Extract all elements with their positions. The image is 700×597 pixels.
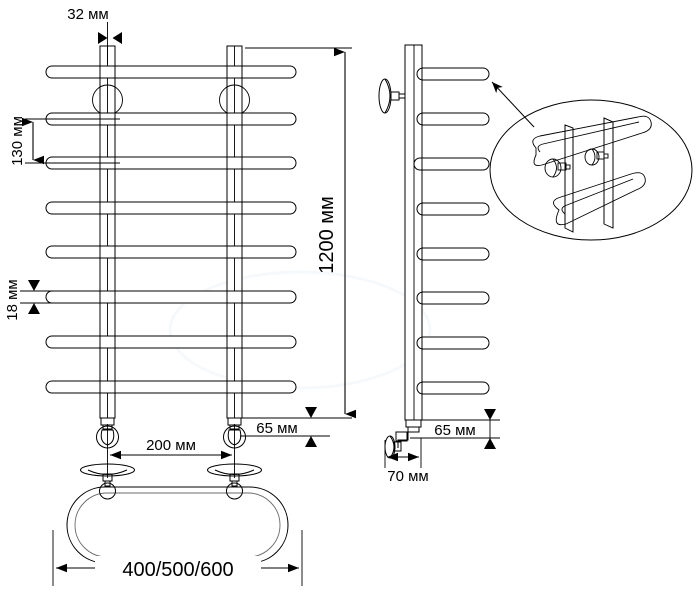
front-view-rail-overlays (99, 45, 243, 418)
front-view (45, 45, 297, 449)
dimension-65mm-front-label: 65 мм (256, 420, 297, 437)
dimension-400-500-600-label: 400/500/600 (122, 559, 233, 581)
side-view (378, 44, 490, 459)
top-view (66, 463, 289, 564)
front-rung-4 (45, 201, 297, 215)
detail-upper-tube (532, 115, 652, 166)
dimension-18mm: 18 мм (4, 279, 60, 321)
front-view-mount-circles (92, 84, 250, 116)
dimension-18mm-label: 18 мм (4, 279, 21, 320)
detail-callout (489, 81, 693, 241)
side-rung-7 (416, 336, 490, 350)
dimension-130mm-label: 130 мм (9, 116, 26, 166)
dimension-70mm: 70 мм (384, 438, 429, 485)
side-rung-2 (416, 112, 490, 126)
front-rung-5 (45, 245, 297, 259)
front-rung-8 (45, 380, 297, 394)
dimension-32mm: 32 мм (67, 6, 122, 64)
dimension-1200mm-label: 1200 мм (316, 196, 338, 274)
front-rung-6 (45, 290, 297, 304)
dimension-400-500-600: 400/500/600 (52, 530, 303, 586)
side-rung-3 (413, 157, 490, 171)
side-rung-1 (416, 67, 490, 81)
detail-rails (564, 117, 614, 233)
dimension-65mm-front: 65 мм (240, 407, 330, 447)
dimension-32mm-label: 32 мм (67, 6, 108, 23)
front-rung-7 (45, 335, 297, 349)
dimension-200mm-label: 200 мм (146, 437, 196, 454)
dimension-65mm-side-label: 65 мм (434, 422, 475, 439)
detail-fittings (544, 148, 609, 178)
side-rung-5 (416, 247, 490, 261)
detail-leader-line (491, 81, 535, 128)
front-view-rungs (45, 65, 297, 394)
detail-lower-tube (553, 172, 646, 226)
watermark (168, 270, 432, 390)
side-rung-6 (416, 291, 490, 305)
side-view-rail (404, 44, 423, 421)
side-view-wall-bracket (378, 78, 406, 114)
front-view-left-rail (99, 45, 116, 419)
side-view-rungs (413, 67, 490, 395)
detail-rails-overlay (564, 118, 614, 232)
dimension-65mm-side: 65 мм (410, 409, 500, 449)
dimension-1200mm: 1200 мм (240, 47, 356, 419)
dimension-200mm: 200 мм (107, 424, 235, 478)
side-rung-8 (416, 381, 490, 395)
side-rung-4 (416, 202, 490, 216)
detail-ellipse (489, 99, 693, 241)
side-view-valve (384, 419, 422, 459)
dimension-130mm: 130 мм (9, 116, 120, 166)
front-rung-1 (45, 65, 297, 79)
front-view-right-rail (226, 45, 243, 419)
dimension-70mm-label: 70 мм (387, 468, 428, 485)
